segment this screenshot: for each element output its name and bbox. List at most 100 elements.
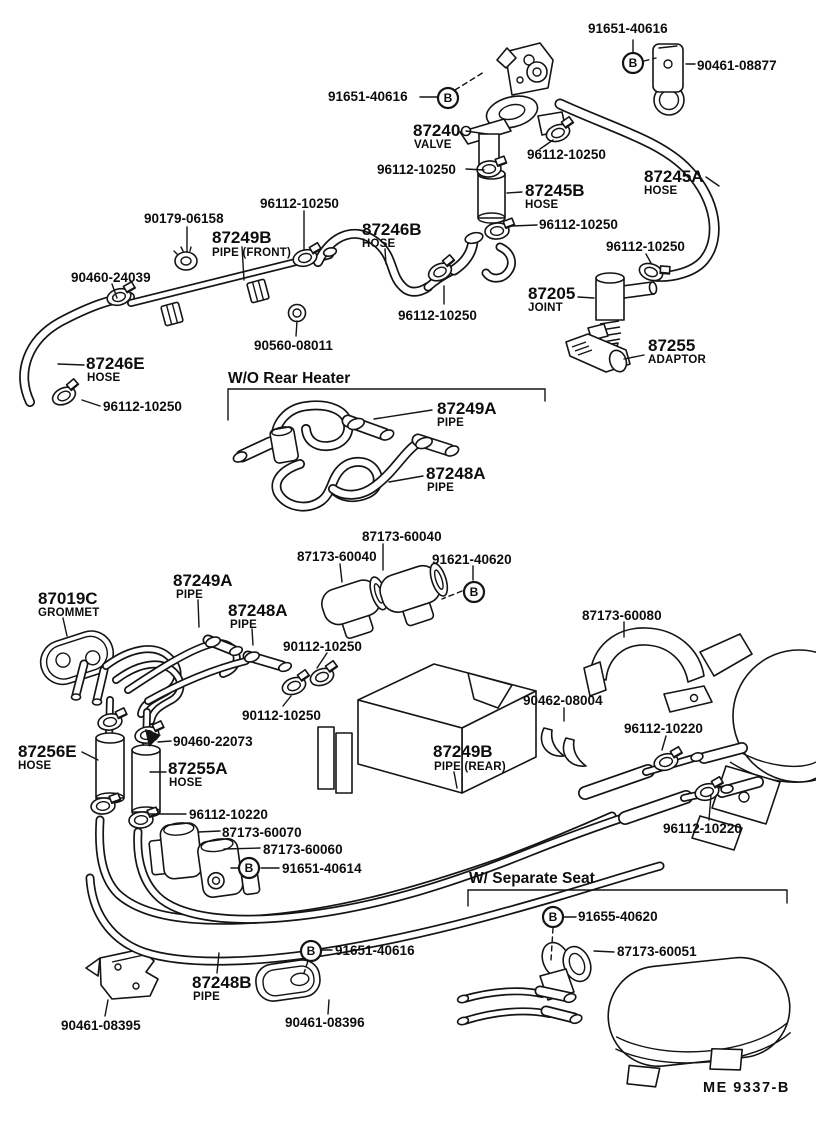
b-callout-letter: B: [549, 910, 558, 924]
part-number-label: 91651-40616: [328, 89, 408, 104]
leader-line: [511, 224, 538, 227]
part-number-label: 96112-10220: [663, 821, 742, 836]
leader-line: [104, 999, 109, 1017]
leader-line: [316, 652, 328, 669]
part-number-label: 90560-08011: [254, 338, 333, 353]
part-number-label: 87249B: [433, 742, 493, 761]
adaptor-87255-art: [565, 323, 631, 373]
part-number-label: 87246E: [86, 354, 145, 373]
joint-87205-art: [595, 272, 658, 352]
part-number-label: 96112-10250: [606, 239, 685, 254]
part-number-label: 87248A: [426, 464, 486, 483]
b-callout-circle-icon: [237, 856, 261, 880]
part-number-label: 87248B: [192, 973, 252, 992]
leader-line: [327, 999, 330, 1015]
part-number-label: 87245B: [525, 181, 585, 200]
separate-seat-heater-art: [607, 956, 792, 1088]
hose-clamp-icon: [305, 659, 343, 690]
part-name-label: PIPE (FRONT): [212, 247, 291, 259]
part-number-label: 90461-08396: [285, 1015, 365, 1030]
b-callout-letter: B: [444, 91, 453, 105]
grommet-90560-08011-art: [287, 303, 307, 323]
leader-line: [708, 794, 712, 821]
part-number-label: 91651-40616: [588, 21, 668, 36]
part-number-label: 87205: [528, 284, 575, 303]
leader-line: [453, 771, 458, 789]
pointer-arrow-icon: [145, 729, 161, 747]
part-name-label: PIPE: [437, 417, 464, 429]
leader-line: [577, 296, 595, 299]
part-number-label: 91651-40616: [335, 943, 415, 958]
part-number-label: 90461-08877: [697, 58, 777, 73]
part-number-label: 87173-60080: [582, 608, 662, 623]
leader-line: [223, 847, 261, 850]
part-number-label: 96112-10220: [624, 721, 703, 736]
part-name-label: HOSE: [87, 372, 121, 384]
pipe-mount-brackets-art: [160, 278, 270, 327]
leader-line: [241, 246, 245, 281]
leader-line: [388, 475, 424, 483]
hose-87256E-art: [95, 732, 125, 804]
part-number-label: 91651-40614: [282, 861, 362, 876]
part-name-label: PIPE (REAR): [434, 761, 506, 773]
leader-line: [81, 399, 101, 407]
part-name-label: HOSE: [169, 777, 203, 789]
leader-line: [643, 57, 657, 62]
part-number-label: 87245A: [644, 167, 704, 186]
part-name-label: ADAPTOR: [648, 354, 707, 366]
part-number-label: 87248A: [228, 601, 288, 620]
part-number-label: 91655-40620: [578, 909, 658, 924]
leader-line: [539, 139, 554, 150]
leader-line: [157, 740, 172, 743]
leader-line: [661, 735, 667, 751]
clamp-bracket-90461-08877-art: [652, 43, 685, 116]
part-number-label: 87019C: [38, 589, 98, 608]
leader-line: [111, 283, 118, 299]
leader-line: [593, 950, 615, 953]
leader-line: [197, 599, 200, 628]
part-name-label: PIPE: [176, 589, 203, 601]
part-number-label: 96112-10250: [539, 217, 618, 232]
part-name-label: GROMMET: [38, 607, 99, 619]
leader-lines: [57, 39, 788, 1017]
part-number-label: 96112-10250: [398, 308, 477, 323]
pipe-socket-art: [269, 426, 299, 464]
pipe-clamp-87173-60070-art: [148, 822, 203, 880]
leader-line: [373, 409, 433, 420]
part-number-label: 90460-24039: [71, 270, 151, 285]
part-number-label: 90112-10250: [242, 708, 321, 723]
part-number-label: 87173-60070: [222, 825, 302, 840]
part-number-label: 90179-06158: [144, 211, 224, 226]
part-name-label: JOINT: [528, 302, 563, 314]
leader-line: [303, 960, 309, 974]
section-title-w-separate-seat: W/ Separate Seat: [469, 870, 595, 887]
part-number-label: 90462-08004: [523, 693, 603, 708]
grommet-90179-06158-art: [173, 246, 198, 271]
part-number-label: 90461-08395: [61, 1018, 141, 1033]
part-name-label: PIPE: [230, 619, 257, 631]
leader-line: [62, 617, 68, 637]
leader-line: [465, 130, 488, 135]
part-number-label: 96112-10250: [527, 147, 606, 162]
part-number-label: 96112-10250: [260, 196, 339, 211]
part-number-label: 87249A: [437, 399, 497, 418]
b-callout-circle-icon: [299, 939, 323, 963]
sheet-code: ME 9337-B: [703, 1080, 790, 1096]
part-number-label: 87249A: [173, 571, 233, 590]
leader-line: [57, 363, 85, 366]
heater-core-box-art: [317, 663, 537, 794]
b-callout-letter: B: [629, 56, 638, 70]
clamp-90461-08396-art: [255, 959, 321, 1002]
b-callout-circle-icon: [621, 51, 645, 75]
leader-line: [550, 927, 554, 961]
part-name-label: PIPE: [193, 991, 220, 1003]
part-number-label: 87249B: [212, 228, 272, 247]
hose-clamp-icon: [47, 377, 85, 410]
pipe-clamp-87173-60040-left-art: [321, 576, 388, 640]
bracket-90461-08395-art: [85, 948, 159, 1000]
section-title-wo-rear-heater: W/O Rear Heater: [228, 370, 350, 387]
part-name-label: HOSE: [525, 199, 559, 211]
part-name-label: PIPE: [427, 482, 454, 494]
